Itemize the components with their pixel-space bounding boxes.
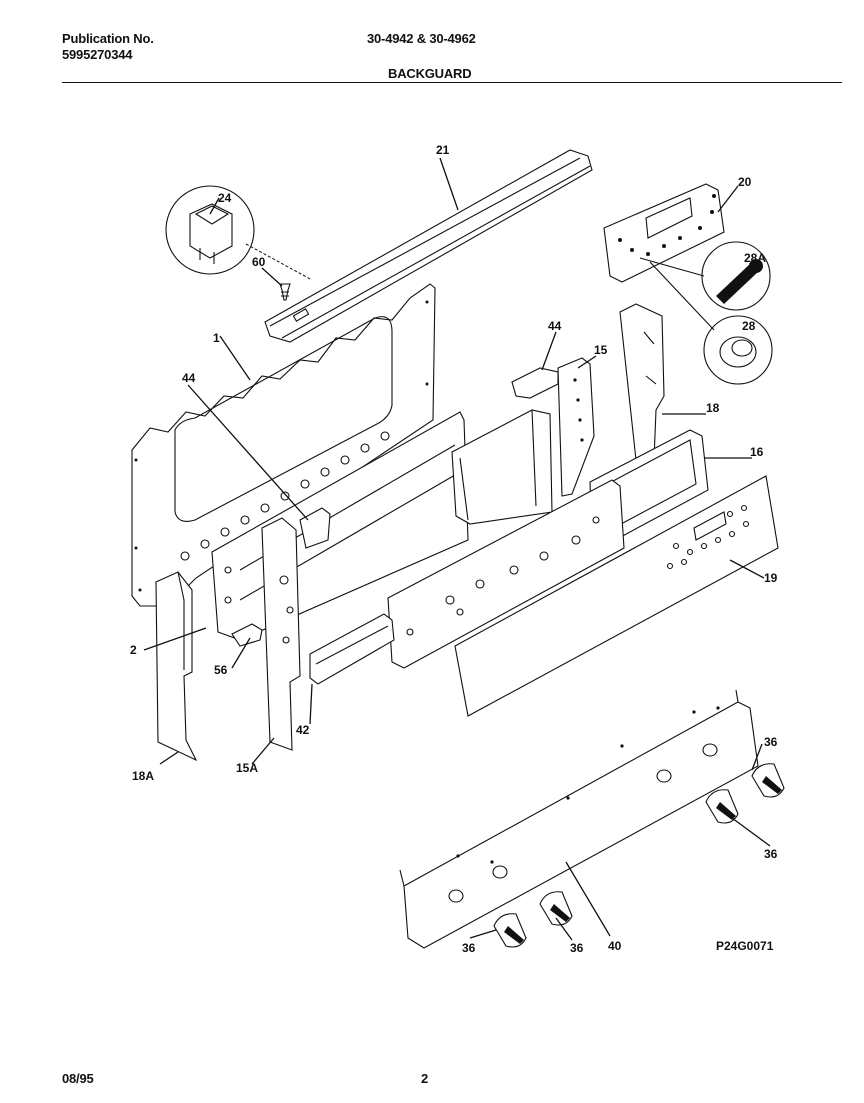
callout-18a: 18A bbox=[132, 769, 154, 783]
callout-36-top-right: 36 bbox=[764, 735, 778, 749]
vertical-bar-part-15a bbox=[261, 517, 301, 751]
bracket-part-44-upper bbox=[511, 367, 559, 399]
callout-36-bottom-left: 36 bbox=[462, 941, 476, 955]
header-rule bbox=[62, 82, 842, 83]
callout-15a: 15A bbox=[236, 761, 258, 775]
knob-bubble-part-28 bbox=[639, 257, 773, 385]
callout-40: 40 bbox=[608, 939, 622, 953]
clip-part-56 bbox=[231, 623, 263, 647]
callout-36-bottom-center: 36 bbox=[570, 941, 584, 955]
channel-part-42 bbox=[309, 613, 395, 685]
top-trim-part-21 bbox=[264, 149, 593, 343]
callout-19: 19 bbox=[764, 571, 778, 585]
bolt-bubble-part-28a bbox=[701, 241, 771, 311]
knob-part-36-d bbox=[751, 763, 785, 798]
housing-box bbox=[451, 409, 553, 525]
callout-42: 42 bbox=[296, 723, 310, 737]
callout-24: 24 bbox=[218, 191, 232, 205]
callout-1: 1 bbox=[213, 331, 220, 345]
side-bracket-part-18a bbox=[155, 571, 198, 762]
control-panel bbox=[387, 479, 625, 669]
callout-44-right: 44 bbox=[548, 319, 562, 333]
callout-56: 56 bbox=[214, 663, 228, 677]
bracket-part-44-lower bbox=[299, 507, 331, 549]
callout-44-left: 44 bbox=[182, 371, 196, 385]
callout-21: 21 bbox=[436, 143, 450, 157]
section-title: BACKGUARD bbox=[388, 66, 472, 81]
knob-part-36-b bbox=[539, 891, 573, 926]
bracket-part-18 bbox=[619, 303, 665, 461]
knob-part-36-a bbox=[493, 913, 527, 948]
rocker-switch-part-24 bbox=[165, 185, 313, 281]
callout-20: 20 bbox=[738, 175, 752, 189]
leader-lines bbox=[143, 157, 771, 941]
knob-part-36-c bbox=[705, 789, 739, 824]
footer-page-number: 2 bbox=[421, 1071, 429, 1086]
callout-28: 28 bbox=[742, 319, 756, 333]
callout-28a: 28A bbox=[744, 251, 766, 265]
back-panel-part-1 bbox=[131, 283, 436, 607]
footer-date: 08/95 bbox=[62, 1071, 94, 1086]
callout-16: 16 bbox=[750, 445, 764, 459]
callout-15: 15 bbox=[594, 343, 608, 357]
callout-36-right: 36 bbox=[764, 847, 778, 861]
model-numbers: 30-4942 & 30-4962 bbox=[367, 31, 476, 46]
front-overlay-part-19 bbox=[454, 475, 779, 717]
screw-part-60 bbox=[279, 283, 291, 301]
publication-label: Publication No. bbox=[62, 31, 154, 46]
clock-timer-part-20 bbox=[603, 183, 725, 283]
bracket-part-15 bbox=[557, 357, 595, 497]
drawing-code: P24G0071 bbox=[716, 939, 774, 953]
manifold-panel-part-40 bbox=[399, 689, 759, 949]
callout-2: 2 bbox=[130, 643, 137, 657]
callout-18: 18 bbox=[706, 401, 720, 415]
callout-60: 60 bbox=[252, 255, 266, 269]
publication-number: 5995270344 bbox=[62, 47, 133, 62]
